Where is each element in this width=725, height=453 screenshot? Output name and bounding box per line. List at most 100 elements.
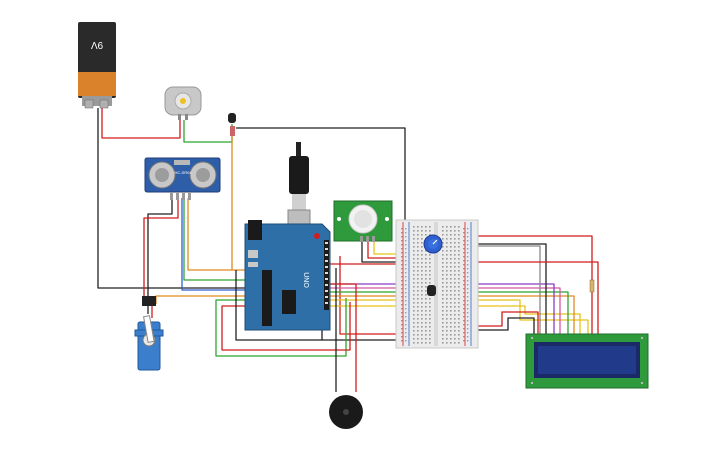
wire-us-green (183, 198, 250, 281)
breadboard-hole (425, 286, 427, 288)
breadboard-hole (425, 290, 427, 292)
breadboard-hole (442, 270, 444, 272)
breadboard-hole (458, 266, 460, 268)
breadboard-hole (425, 294, 427, 296)
breadboard-hole (413, 270, 415, 272)
breadboard-hole (442, 230, 444, 232)
breadboard-hole (454, 246, 456, 248)
wire-bb-red-mid (470, 261, 599, 338)
breadboard-hole (458, 302, 460, 304)
wire-battery-black (97, 108, 248, 289)
breadboard-rail-hole (405, 268, 407, 270)
breadboard-hole (458, 342, 460, 344)
breadboard-hole (450, 302, 452, 304)
breadboard-hole (413, 342, 415, 344)
breadboard-hole (458, 258, 460, 260)
breadboard-rail-hole (401, 244, 403, 246)
breadboard-hole (425, 274, 427, 276)
breadboard-hole (446, 250, 448, 252)
breadboard-hole (458, 290, 460, 292)
breadboard-rail-hole (401, 240, 403, 242)
wire-us-black (147, 198, 173, 300)
breadboard-rail-hole (467, 248, 469, 250)
breadboard-hole (413, 282, 415, 284)
breadboard-rail-hole (401, 252, 403, 254)
resistor (589, 279, 595, 293)
breadboard-hole (442, 310, 444, 312)
arduino-label: UNO (302, 272, 309, 288)
breadboard-hole (421, 322, 423, 324)
breadboard-hole (413, 246, 415, 248)
breadboard-hole (454, 342, 456, 344)
breadboard-rail-hole (405, 236, 407, 238)
breadboard-hole (421, 338, 423, 340)
breadboard-hole (454, 290, 456, 292)
breadboard-hole (450, 322, 452, 324)
breadboard-hole (413, 326, 415, 328)
breadboard-hole (425, 226, 427, 228)
breadboard-hole (454, 282, 456, 284)
breadboard-rail-hole (467, 308, 469, 310)
breadboard-hole (413, 298, 415, 300)
breadboard-rail-hole (401, 320, 403, 322)
breadboard-hole (413, 274, 415, 276)
breadboard-hole (417, 290, 419, 292)
breadboard-hole (446, 302, 448, 304)
breadboard-hole (458, 338, 460, 340)
breadboard-hole (429, 338, 431, 340)
breadboard-hole (446, 330, 448, 332)
breadboard-hole (458, 306, 460, 308)
breadboard-hole (454, 326, 456, 328)
breadboard-rail-hole (401, 280, 403, 282)
breadboard-hole (458, 246, 460, 248)
breadboard-rail-hole (405, 324, 407, 326)
breadboard-hole (429, 282, 431, 284)
breadboard-hole (421, 246, 423, 248)
breadboard-hole (429, 254, 431, 256)
breadboard-rail-hole (467, 256, 469, 258)
breadboard-hole (458, 278, 460, 280)
wire-black-loop (235, 270, 322, 341)
breadboard-rail-hole (467, 316, 469, 318)
breadboard-hole (454, 270, 456, 272)
breadboard-hole (421, 262, 423, 264)
breadboard-hole (454, 306, 456, 308)
breadboard-rail-hole (463, 316, 465, 318)
breadboard-hole (450, 298, 452, 300)
breadboard-hole (442, 254, 444, 256)
breadboard-hole (454, 262, 456, 264)
breadboard-hole (446, 314, 448, 316)
breadboard-hole (446, 306, 448, 308)
breadboard-rail-hole (405, 264, 407, 266)
breadboard-hole (417, 330, 419, 332)
breadboard-rail-hole (401, 232, 403, 234)
breadboard-hole (450, 226, 452, 228)
breadboard-hole (442, 318, 444, 320)
breadboard-rail-hole (467, 268, 469, 270)
breadboard-hole (450, 266, 452, 268)
breadboard-hole (458, 226, 460, 228)
breadboard-hole (425, 270, 427, 272)
breadboard-hole (429, 258, 431, 260)
ultrasonic-label: HC-SR04 (174, 170, 192, 175)
breadboard-hole (425, 302, 427, 304)
breadboard-hole (417, 306, 419, 308)
breadboard-hole (417, 262, 419, 264)
breadboard-hole (450, 238, 452, 240)
breadboard-hole (450, 278, 452, 280)
breadboard-rail-hole (467, 336, 469, 338)
breadboard-hole (417, 334, 419, 336)
breadboard-hole (454, 322, 456, 324)
breadboard-hole (442, 274, 444, 276)
breadboard-hole (425, 342, 427, 344)
breadboard-rail-hole (467, 232, 469, 234)
breadboard-hole (442, 338, 444, 340)
breadboard-hole (425, 306, 427, 308)
breadboard-hole (417, 250, 419, 252)
breadboard-rail-hole (463, 264, 465, 266)
breadboard-hole (446, 278, 448, 280)
battery-label: 9V (91, 39, 104, 50)
breadboard-hole (413, 330, 415, 332)
breadboard-hole (421, 310, 423, 312)
breadboard-hole (417, 314, 419, 316)
